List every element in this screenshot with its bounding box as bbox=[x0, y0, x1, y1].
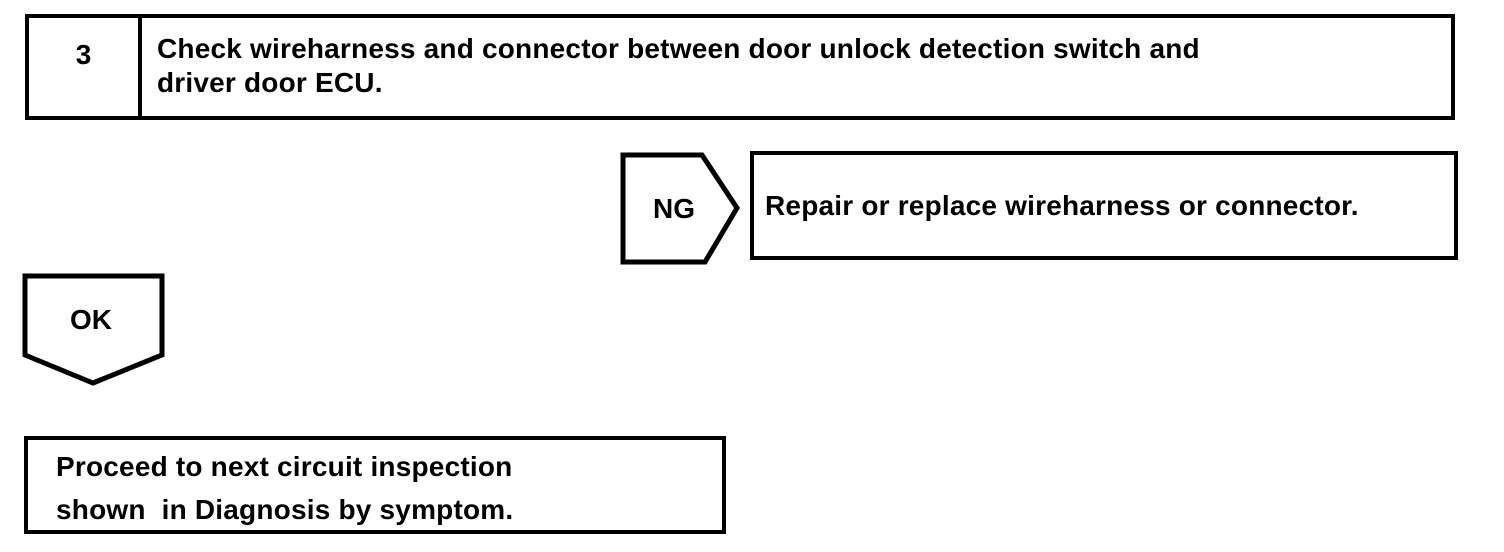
step-instruction: Check wireharness and connector between … bbox=[142, 18, 1451, 116]
ok-connector-pentagon: OK bbox=[22, 273, 165, 386]
step-number-cell: 3 bbox=[29, 18, 142, 116]
step-instruction-line1: Check wireharness and connector between … bbox=[157, 33, 1200, 64]
ok-result-box: Proceed to next circuit inspection shown… bbox=[24, 436, 726, 534]
ng-label: NG bbox=[653, 193, 695, 224]
ok-result-line2: shown in Diagnosis by symptom. bbox=[56, 494, 514, 525]
ng-action-box: Repair or replace wireharness or connect… bbox=[750, 151, 1458, 260]
ok-pentagon-shape bbox=[22, 273, 165, 386]
step-box: 3 Check wireharness and connector betwee… bbox=[25, 14, 1455, 120]
ng-connector-pentagon: NG bbox=[620, 152, 740, 265]
ok-label: OK bbox=[70, 304, 112, 335]
step-instruction-line2: driver door ECU. bbox=[157, 67, 383, 98]
step-number: 3 bbox=[75, 39, 92, 70]
ng-action-text: Repair or replace wireharness or connect… bbox=[765, 189, 1359, 221]
ng-pentagon-shape bbox=[620, 152, 740, 265]
ok-result-line1: Proceed to next circuit inspection bbox=[56, 451, 513, 482]
